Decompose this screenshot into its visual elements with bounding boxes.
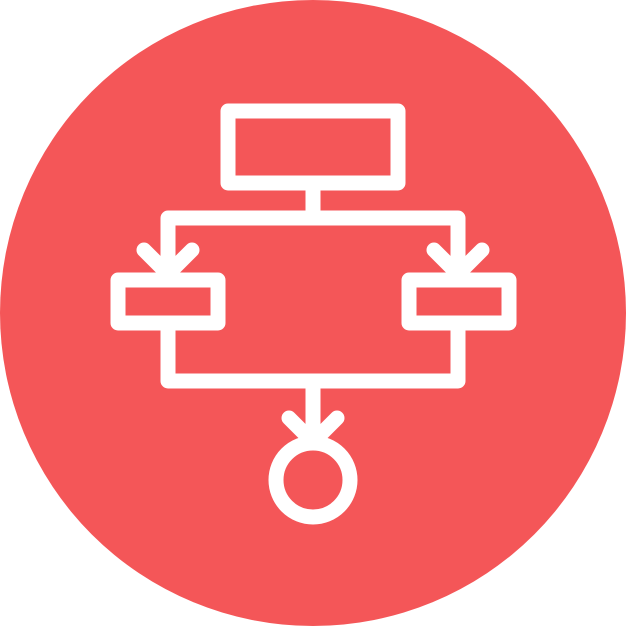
terminal-circle [268, 435, 358, 525]
branch-bar-top [160, 210, 466, 288]
